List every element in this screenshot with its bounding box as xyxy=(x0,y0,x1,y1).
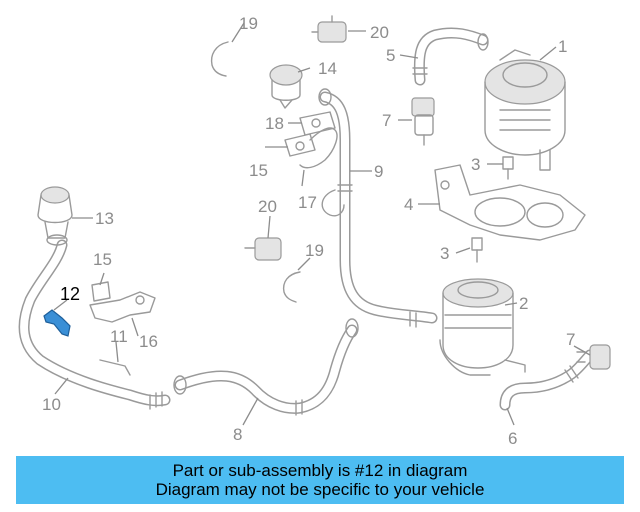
hose-6 xyxy=(499,349,596,411)
valve-20-upper xyxy=(311,15,347,43)
valve-20-lower xyxy=(244,237,282,261)
bracket-4 xyxy=(434,164,586,241)
gasket-15-lower xyxy=(91,281,111,302)
bracket-16 xyxy=(89,291,156,323)
callout-7-lower: 7 xyxy=(566,330,575,349)
callout-6: 6 xyxy=(508,429,517,448)
callout-1: 1 xyxy=(558,37,567,56)
banner-line-2: Diagram may not be specific to your vehi… xyxy=(155,480,485,499)
hose-10 xyxy=(18,239,171,410)
air-pump-1 xyxy=(484,49,566,171)
air-pump-2 xyxy=(439,278,526,376)
callout-12: 12 xyxy=(60,284,80,304)
callout-10: 10 xyxy=(42,395,61,414)
callout-2: 2 xyxy=(519,294,528,313)
callout-20-upper: 20 xyxy=(370,23,389,42)
callout-19-upper: 19 xyxy=(239,14,258,33)
parts-diagram: 1 2 3 3 4 5 6 7 7 8 9 10 11 12 13 14 15 … xyxy=(18,14,611,448)
callout-16: 16 xyxy=(139,332,158,351)
callout-15-lower: 15 xyxy=(93,250,112,269)
callout-17: 17 xyxy=(298,193,317,212)
hose-19-upper xyxy=(210,41,229,77)
gasket-15-upper xyxy=(284,133,316,157)
banner-line-1: Part or sub-assembly is #12 in diagram xyxy=(172,461,468,480)
gasket-18 xyxy=(299,111,336,136)
callout-20-lower: 20 xyxy=(258,197,277,216)
callout-18: 18 xyxy=(265,114,284,133)
callout-14: 14 xyxy=(318,59,337,78)
callout-3-lower: 3 xyxy=(440,244,449,263)
callout-7-upper: 7 xyxy=(382,111,391,130)
clip-11 xyxy=(99,359,131,376)
callout-9: 9 xyxy=(374,162,383,181)
hose-8 xyxy=(173,318,359,416)
valve-7-upper xyxy=(411,97,435,146)
highlighted-part-12 xyxy=(43,309,71,337)
callout-5: 5 xyxy=(386,46,395,65)
hose-9 xyxy=(318,88,438,328)
clip-3-lower xyxy=(471,237,483,263)
info-banner: Part or sub-assembly is #12 in diagram D… xyxy=(16,456,624,504)
callout-19-lower: 19 xyxy=(305,241,324,260)
callout-3-upper: 3 xyxy=(471,155,480,174)
hose-19-lower xyxy=(282,271,301,303)
clip-3-upper xyxy=(502,156,514,180)
valve-7-lower xyxy=(576,344,611,370)
callout-11: 11 xyxy=(110,327,128,346)
callout-4: 4 xyxy=(404,195,413,214)
callout-13: 13 xyxy=(95,209,114,228)
callout-15-upper: 15 xyxy=(249,161,268,180)
callout-8: 8 xyxy=(233,425,242,444)
valve-13 xyxy=(37,186,73,246)
valve-14 xyxy=(269,64,303,109)
pipe-17 xyxy=(299,127,338,169)
hose-5 xyxy=(412,27,489,86)
leader-lines xyxy=(53,22,591,426)
